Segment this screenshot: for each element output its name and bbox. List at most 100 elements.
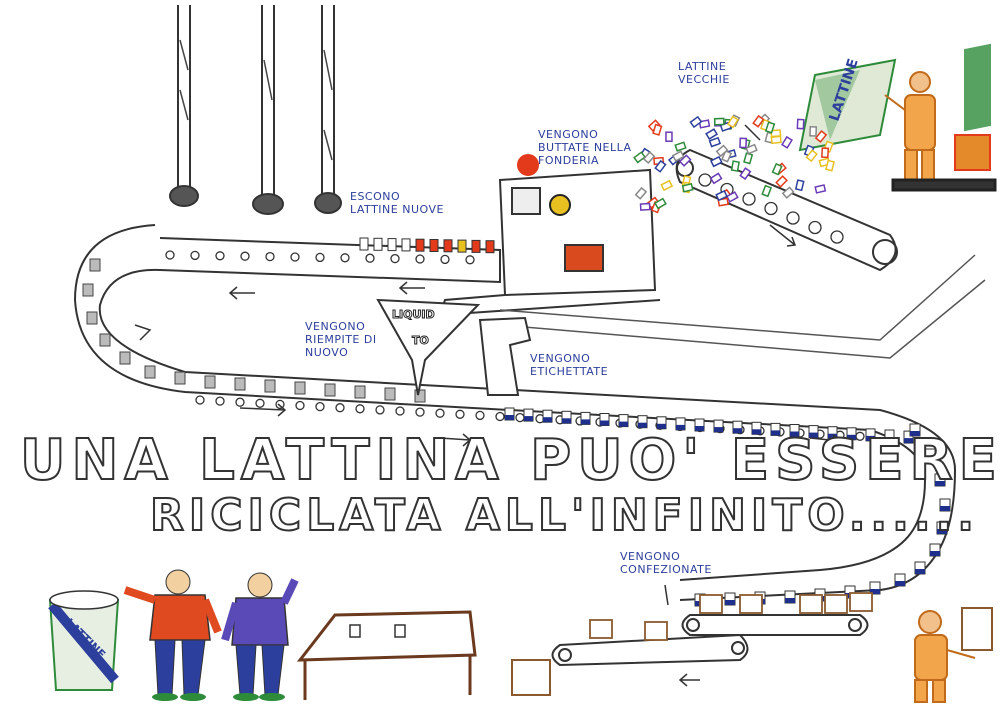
belt-slat [354, 385, 366, 399]
belt-roller [415, 254, 425, 264]
belt-roller [375, 405, 385, 415]
label-vengono-etichettate: VENGONO ETICHETTATE [530, 352, 609, 378]
belt-roller [455, 409, 465, 419]
old-can [739, 137, 748, 149]
old-can [713, 117, 725, 126]
worker-top-right [884, 71, 936, 181]
belt-roller [315, 252, 325, 263]
belt-roller [295, 400, 305, 411]
can-band [657, 423, 666, 429]
old-can [709, 155, 723, 168]
box-bottom-right [961, 607, 993, 651]
cardboard-box [739, 594, 763, 614]
belt-roller [495, 411, 505, 422]
old-can [794, 179, 805, 192]
belt-roller [395, 406, 405, 416]
new-can [443, 239, 453, 253]
belt-roller [698, 173, 712, 187]
label-vengono-confezionate: VENGONO CONFEZIONATE [620, 550, 712, 576]
belt-slat [119, 351, 131, 365]
can-band [885, 437, 894, 442]
can-band [562, 418, 571, 424]
can-band [915, 569, 925, 574]
belt-roller [165, 250, 175, 260]
old-cans-container [798, 58, 897, 152]
old-can [809, 125, 818, 137]
liquid-hopper [376, 298, 481, 396]
can-band [925, 456, 935, 461]
cardboard-box [799, 594, 823, 614]
can-band [752, 429, 761, 435]
ground-ramp [499, 254, 986, 359]
can-band [895, 581, 905, 586]
new-can [359, 237, 369, 251]
old-can [652, 123, 663, 136]
new-cans [359, 237, 495, 254]
new-can [401, 238, 411, 252]
old-can [814, 130, 828, 143]
belt-roller [355, 404, 365, 414]
headline-line1: UNA LATTINA PUO' ESSERE [19, 427, 1000, 494]
old-can [660, 179, 674, 192]
direction-arrows [134, 124, 842, 687]
new-can [373, 237, 383, 251]
belt-roller [435, 408, 445, 418]
old-can [814, 184, 827, 194]
new-can [429, 239, 439, 252]
belt-roller [786, 211, 800, 225]
cardboard-box [644, 621, 668, 641]
new-can [457, 239, 467, 253]
old-can [796, 118, 805, 130]
belt-roller [764, 201, 778, 216]
old-can [634, 186, 648, 200]
can-band [937, 529, 947, 534]
can-band [809, 432, 818, 438]
old-can [771, 162, 783, 176]
belt-roller [255, 398, 265, 408]
old-can [752, 114, 765, 128]
old-can [715, 144, 729, 158]
can-band [910, 431, 920, 436]
belt-roller [340, 253, 350, 263]
belt-slats [82, 258, 426, 403]
old-can [705, 128, 719, 140]
belt-slat [384, 387, 396, 401]
can-band [870, 589, 880, 594]
belt-slat [86, 311, 98, 325]
old-can [715, 189, 728, 202]
belt-roller [475, 410, 485, 421]
can-band [847, 434, 856, 440]
cardboard-box [589, 619, 613, 639]
can-band [543, 417, 552, 423]
old-can [708, 136, 722, 148]
belt-roller [390, 253, 400, 264]
belt-roller [808, 220, 822, 235]
belt-roller [235, 397, 245, 407]
hopper-text-line1: LIQUID [392, 308, 436, 322]
packaging-conveyors [551, 614, 869, 667]
can-band [930, 551, 940, 556]
can-band [904, 438, 913, 444]
can-band [714, 427, 723, 433]
belt-roller [515, 412, 525, 423]
can-band [771, 430, 780, 436]
old-can [720, 149, 733, 163]
can-band [581, 419, 590, 425]
belt-roller [365, 253, 375, 263]
overhead-pipes [169, 5, 342, 215]
old-can [671, 150, 685, 162]
hopper-text-line2: TO [412, 334, 430, 348]
belt-slat [82, 283, 94, 297]
old-can [775, 175, 788, 188]
old-can [725, 191, 739, 203]
old-can [825, 159, 835, 172]
man-blue-jacket [221, 572, 299, 701]
belt-slat [204, 375, 216, 389]
old-can [681, 182, 694, 193]
foundry-machine [438, 154, 661, 317]
can-band [638, 422, 647, 428]
box-bottom-left [511, 659, 551, 696]
labelling-machine [478, 316, 532, 396]
old-can [665, 131, 673, 142]
old-can [739, 167, 752, 181]
